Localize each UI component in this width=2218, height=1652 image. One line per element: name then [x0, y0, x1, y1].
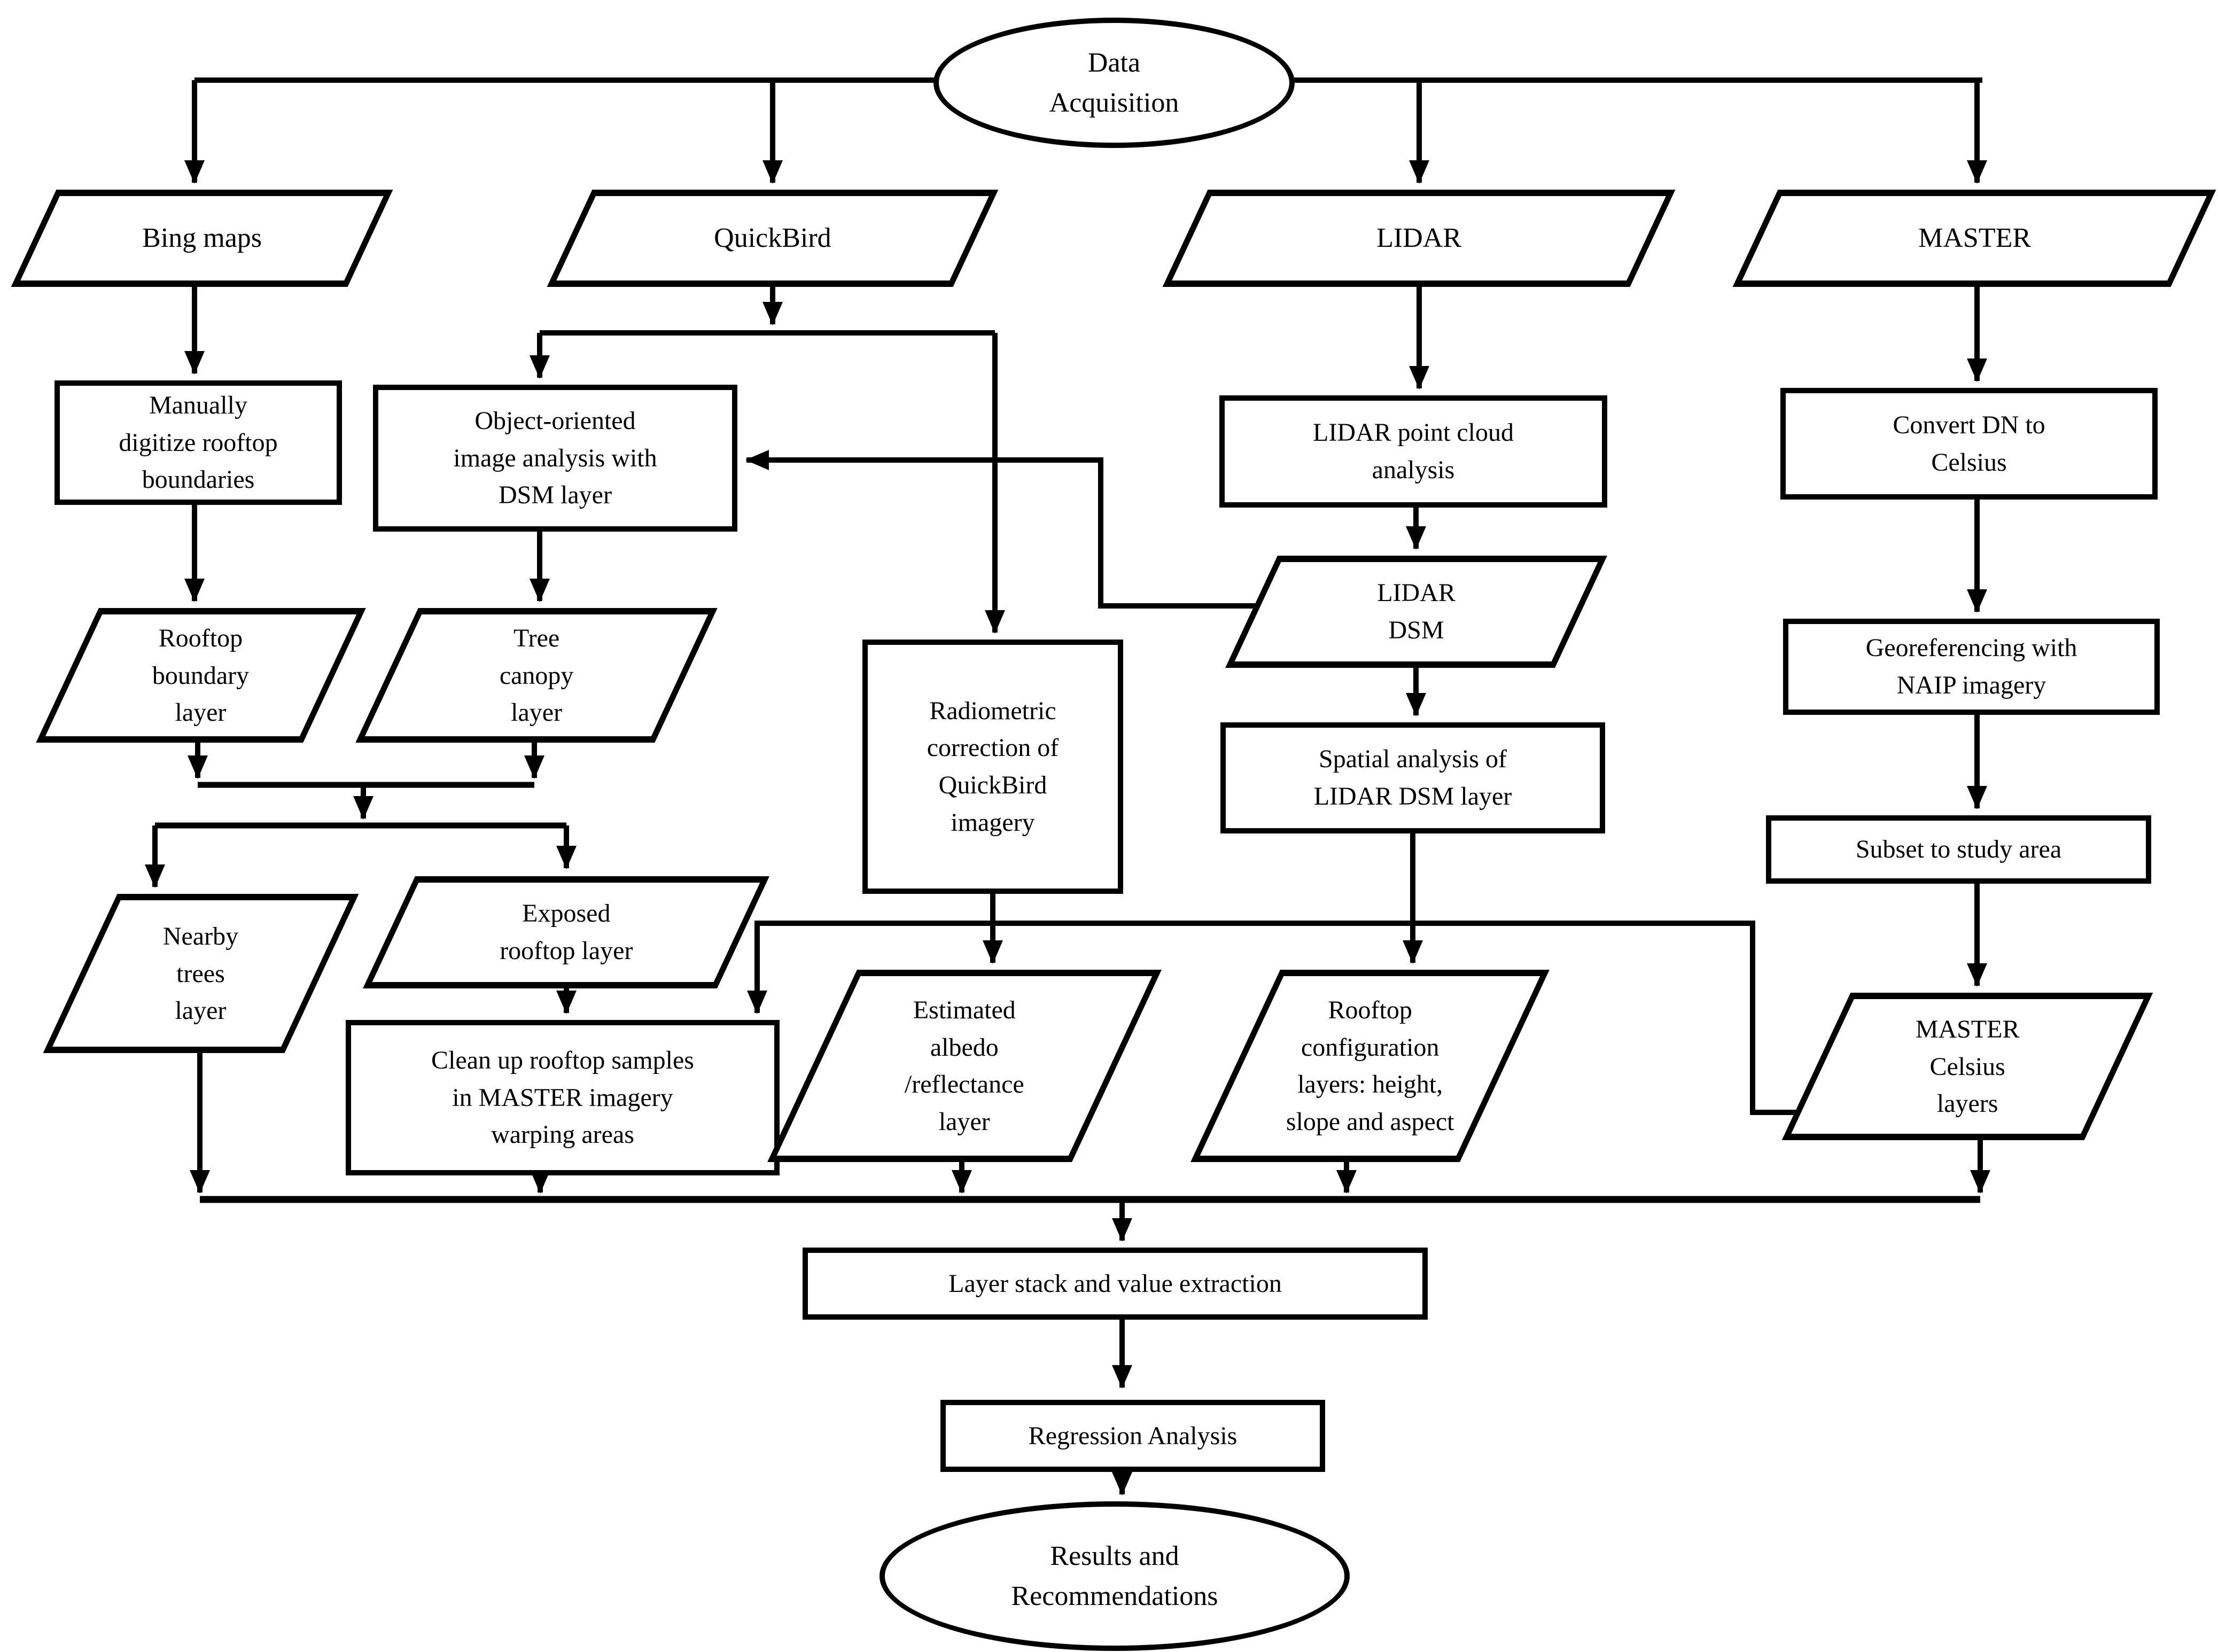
- node-manually-digitize: Manually digitize rooftop boundaries: [55, 380, 342, 505]
- node-rooftop-boundary-layer-label: Rooftop boundary layer: [152, 624, 250, 727]
- node-exposed-rooftop-layer: Exposed rooftop layer: [363, 876, 769, 988]
- node-results-label: Results and Recommendations: [1011, 1540, 1218, 1611]
- node-spatial-analysis-label: Spatial analysis of LIDAR DSM layer: [1313, 745, 1512, 811]
- node-clean-up-samples: Clean up rooftop samples in MASTER image…: [346, 1020, 780, 1175]
- node-clean-up-samples-label: Clean up rooftop samples in MASTER image…: [431, 1046, 694, 1149]
- node-nearby-trees-layer-label: Nearby trees layer: [163, 922, 239, 1025]
- node-layer-stack: Layer stack and value extraction: [803, 1248, 1428, 1320]
- node-manually-digitize-label: Manually digitize rooftop boundaries: [119, 391, 278, 494]
- node-data-acquisition-label: Data Acquisition: [1049, 47, 1179, 118]
- node-lidar: LIDAR: [1162, 190, 1676, 287]
- node-convert-dn-label: Convert DN to Celsius: [1893, 410, 2045, 477]
- edge-dsm-object: [745, 450, 1272, 609]
- node-estimated-albedo-label: Estimated albedo /reflectance layer: [905, 995, 1024, 1136]
- node-bing-maps-label: Bing maps: [142, 223, 262, 254]
- node-bing-maps: Bing maps: [11, 190, 393, 287]
- node-spatial-analysis: Spatial analysis of LIDAR DSM layer: [1220, 722, 1605, 833]
- node-quickbird-label: QuickBird: [714, 223, 831, 254]
- node-subset-study-area-label: Subset to study area: [1855, 835, 2062, 864]
- node-quickbird: QuickBird: [547, 190, 999, 287]
- node-tree-canopy-layer: Tree canopy layer: [355, 608, 718, 743]
- node-radiometric-correction-label: Radiometric correction of QuickBird imag…: [927, 696, 1059, 837]
- node-regression-analysis: Regression Analysis: [940, 1400, 1325, 1472]
- node-convert-dn: Convert DN to Celsius: [1780, 388, 2158, 500]
- node-exposed-rooftop-layer-label: Exposed rooftop layer: [499, 899, 633, 965]
- node-object-oriented: Object-oriented image analysis with DSM …: [373, 385, 737, 532]
- node-results: Results and Recommendations: [880, 1501, 1350, 1651]
- node-lidar-point-cloud: LIDAR point cloud analysis: [1219, 395, 1607, 508]
- node-master: MASTER: [1732, 190, 2216, 287]
- node-rooftop-configuration-label: Rooftop configuration layers: height, sl…: [1286, 995, 1454, 1136]
- node-tree-canopy-layer-label: Tree canopy layer: [499, 624, 574, 727]
- node-master-celsius-layers-label: MASTER Celsius layers: [1915, 1015, 2020, 1118]
- node-lidar-dsm-label: LIDAR DSM: [1377, 579, 1456, 644]
- node-radiometric-correction: Radiometric correction of QuickBird imag…: [862, 640, 1123, 894]
- node-georeferencing-label: Georeferencing with NAIP imagery: [1865, 634, 2077, 699]
- node-master-label: MASTER: [1918, 223, 2031, 254]
- node-layer-stack-label: Layer stack and value extraction: [948, 1269, 1282, 1298]
- node-object-oriented-label: Object-oriented image analysis with DSM …: [453, 407, 657, 510]
- node-lidar-point-cloud-label: LIDAR point cloud analysis: [1313, 418, 1514, 484]
- node-lidar-label: LIDAR: [1376, 223, 1461, 254]
- node-georeferencing: Georeferencing with NAIP imagery: [1783, 619, 2160, 715]
- node-lidar-dsm: LIDAR DSM: [1225, 556, 1607, 668]
- node-data-acquisition: Data Acquisition: [933, 18, 1295, 148]
- node-subset-study-area: Subset to study area: [1766, 815, 2151, 884]
- node-regression-analysis-label: Regression Analysis: [1028, 1421, 1238, 1450]
